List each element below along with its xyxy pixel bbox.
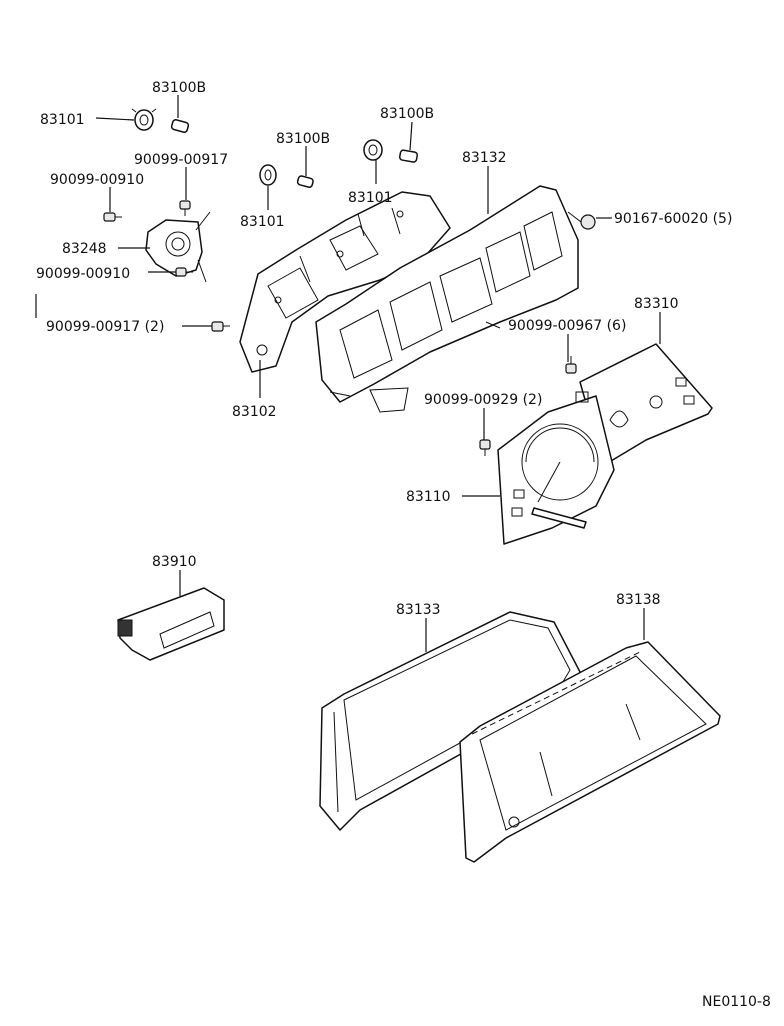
bulb-83100b-left xyxy=(170,119,190,133)
label-90099-00910-top: 90099-00910 xyxy=(50,172,144,188)
label-83910: 83910 xyxy=(152,554,197,570)
bulb-socket-83101-right xyxy=(363,139,383,161)
label-83310: 83310 xyxy=(634,296,679,312)
printed-circuit-83102 xyxy=(239,191,451,373)
label-83100b-mid: 83100B xyxy=(276,131,330,147)
label-83248: 83248 xyxy=(62,241,107,257)
label-90099-00917-2: 90099-00917 (2) xyxy=(46,319,164,335)
screw-90099-00967 xyxy=(565,356,577,374)
screw-90099-00910-bottom xyxy=(175,267,193,277)
screw-90099-00917-lower xyxy=(211,321,230,332)
label-83101-mid: 83101 xyxy=(240,214,285,230)
label-90167-60020-5: 90167-60020 (5) xyxy=(614,211,732,227)
clock-83910 xyxy=(117,587,225,661)
bulb-83100b-right xyxy=(398,149,419,163)
sensor-bracket-83248 xyxy=(145,211,211,283)
bulb-83100b-mid xyxy=(296,175,314,188)
meter-glass-83138 xyxy=(459,641,721,863)
speedometer-83110 xyxy=(497,391,615,545)
label-90099-00917-top: 90099-00917 xyxy=(134,152,228,168)
label-83101-right: 83101 xyxy=(348,190,393,206)
drawing-code: NE0110-8 xyxy=(702,994,771,1010)
meter-housing-83132 xyxy=(315,185,579,413)
label-83132: 83132 xyxy=(462,150,507,166)
label-83138: 83138 xyxy=(616,592,661,608)
label-90099-00967-6: 90099-00967 (6) xyxy=(508,318,626,334)
screw-90099-00917-top xyxy=(179,200,191,216)
label-83100b-right: 83100B xyxy=(380,106,434,122)
leader-83101-left xyxy=(95,117,135,121)
label-83110: 83110 xyxy=(406,489,451,505)
label-83133: 83133 xyxy=(396,602,441,618)
leader-83100b-right xyxy=(409,121,413,151)
screw-90167-60020 xyxy=(567,211,596,230)
label-83100b-left: 83100B xyxy=(152,80,206,96)
label-90099-00910-bottom: 90099-00910 xyxy=(36,266,130,282)
label-83102: 83102 xyxy=(232,404,277,420)
screw-90099-00910-top xyxy=(103,212,122,222)
bulb-socket-83101-left xyxy=(131,108,157,131)
label-90099-00929-2: 90099-00929 (2) xyxy=(424,392,542,408)
label-83101-left: 83101 xyxy=(40,112,85,128)
bulb-socket-83101-mid xyxy=(259,164,277,186)
screw-90099-00929 xyxy=(479,439,491,456)
